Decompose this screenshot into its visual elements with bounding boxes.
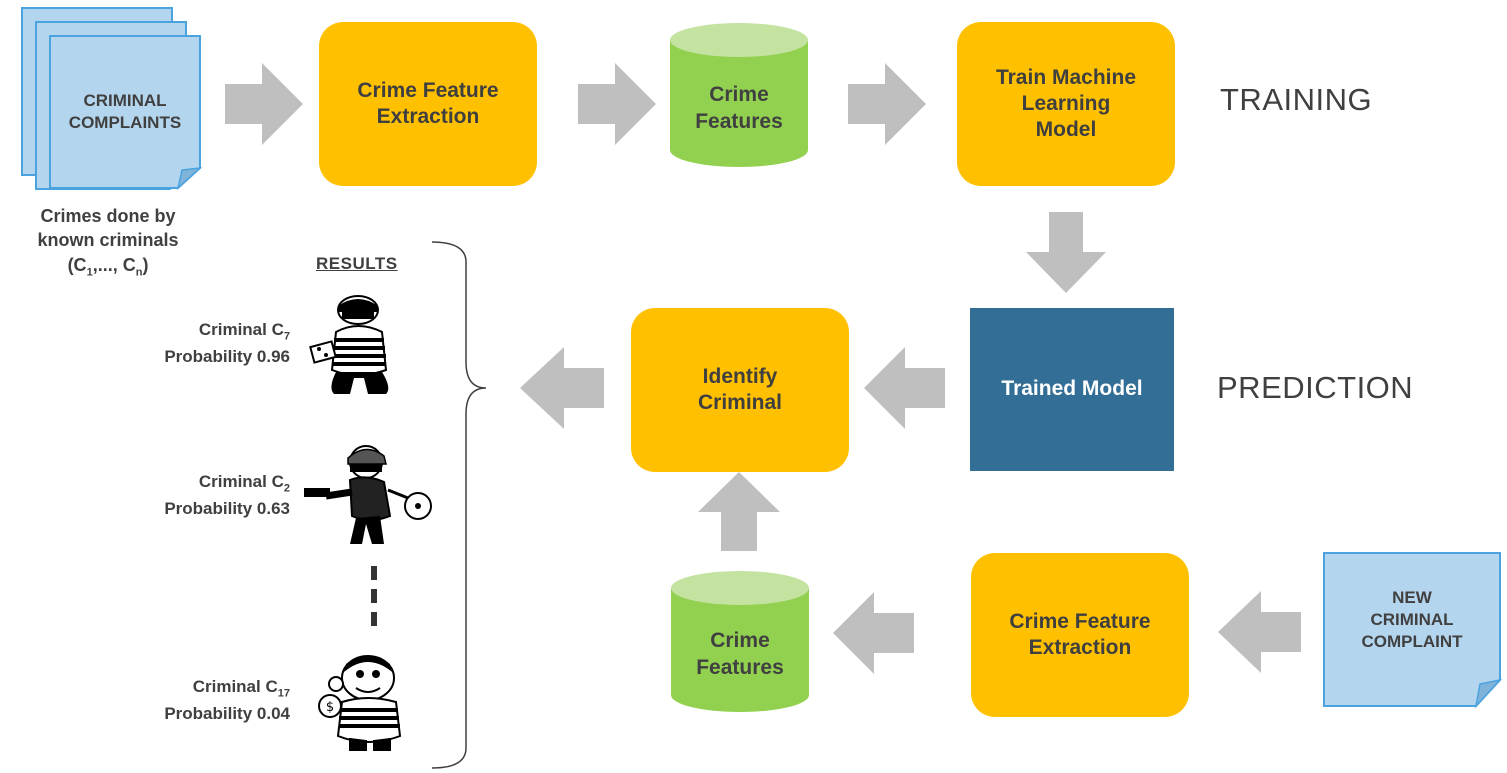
burglar-with-bag-icon: [309, 295, 389, 394]
new-complaint-document: [1323, 552, 1503, 709]
training-phase-label: TRAINING: [1220, 82, 1373, 117]
arrow-features-to-train: [848, 63, 926, 145]
new-criminal-complaint-label: NEW CRIMINAL COMPLAINT: [1361, 587, 1463, 652]
prediction-phase-label: PREDICTION: [1217, 370, 1414, 405]
arrow-train-to-model: [1026, 212, 1106, 293]
trained-model-box: Trained Model: [970, 308, 1174, 471]
identify-criminal-box: Identify Criminal: [631, 308, 849, 472]
result-item: Criminal C7 Probability 0.96: [164, 320, 290, 366]
flow-arrows: [225, 63, 1301, 674]
result-item: Criminal C17 Probability 0.04: [164, 677, 290, 723]
results-title: RESULTS: [316, 254, 398, 273]
crime-features-label-prediction: Crime Features: [696, 628, 784, 679]
arrow-model-to-identify: [864, 347, 945, 429]
crime-feature-extraction-prediction: Crime Feature Extraction: [971, 553, 1189, 717]
crime-features-database-prediction: [671, 571, 809, 712]
robber-with-gun-icon: [304, 445, 432, 544]
criminal-complaints-documents: [21, 7, 203, 191]
arrow-new-doc-to-extraction: [1218, 591, 1301, 673]
result-item: Criminal C2 Probability 0.63: [164, 472, 290, 518]
crime-features-database-training: [670, 23, 808, 167]
arrow-identify-to-results: [520, 347, 604, 429]
train-model-box: Train Machine Learning Model: [957, 22, 1175, 186]
criminal-complaints-label: CRIMINAL COMPLAINTS: [68, 90, 182, 132]
crime-features-label-training: Crime Features: [695, 82, 783, 133]
arrow-docs-to-extraction: [225, 63, 303, 145]
svg-text:$: $: [326, 700, 334, 715]
crime-feature-extraction-training: Crime Feature Extraction: [319, 22, 537, 186]
prisoner-with-money-bag-icon: $: [318, 655, 402, 751]
arrow-extraction-to-features-pred: [833, 592, 914, 674]
arrow-features-to-identify: [698, 472, 780, 551]
results-bracket: [431, 241, 487, 769]
arrow-extraction-to-features: [578, 63, 656, 145]
documents-caption: Crimes done by known criminals (C1,..., …: [37, 206, 179, 279]
